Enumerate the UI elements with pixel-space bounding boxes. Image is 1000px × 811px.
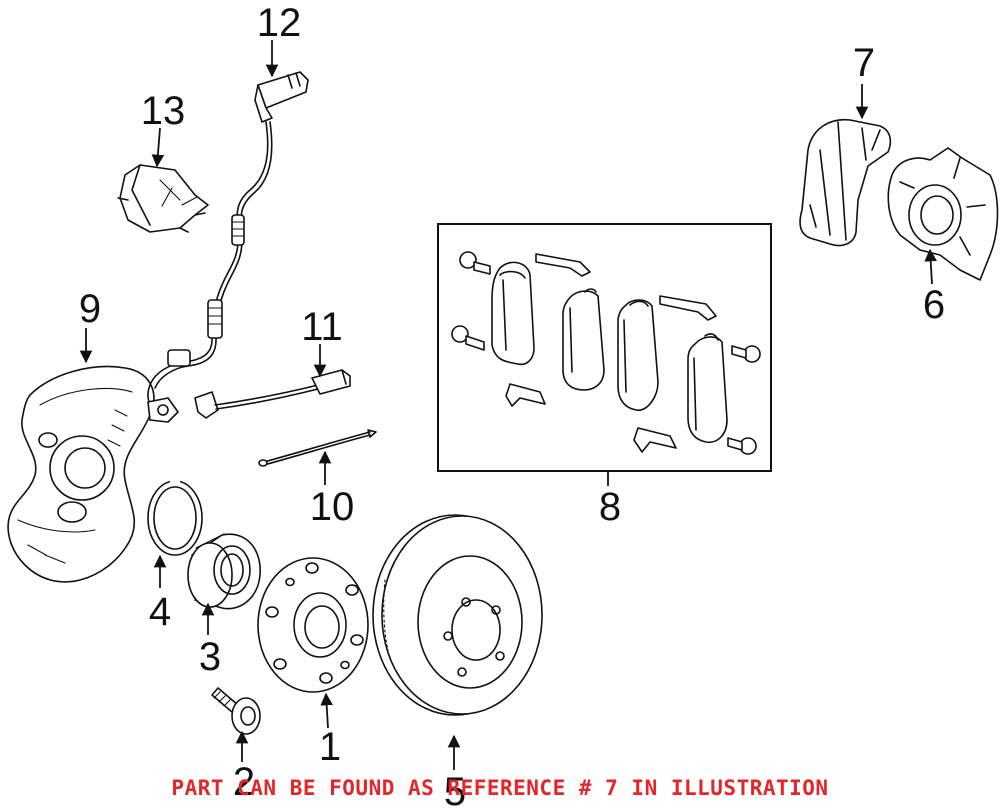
- callout-6: 6: [923, 283, 945, 327]
- callout-7: 7: [853, 41, 875, 85]
- brake-disc: [372, 514, 543, 716]
- callout-labels: 1 2 3 4 5 6 7 8 9 10 11 12 13: [79, 1, 945, 811]
- callout-12: 12: [257, 1, 302, 45]
- wheel-bearing: [187, 533, 261, 610]
- leader-lines: [79, 40, 937, 770]
- guide-bolt-bottom-right: [727, 437, 757, 455]
- callout-8: 8: [599, 485, 621, 529]
- brake-caliper: [887, 147, 999, 281]
- callout-2: 2: [233, 760, 255, 804]
- wear-sensor-wire: [258, 429, 377, 467]
- callout-3: 3: [199, 635, 221, 679]
- callout-1: 1: [319, 725, 341, 769]
- guide-bolt-bottom-left: [451, 325, 485, 351]
- reference-note: PART CAN BE FOUND AS REFERENCE # 7 IN IL…: [171, 776, 829, 800]
- wheel-hub: [257, 557, 369, 693]
- callout-4: 4: [149, 590, 171, 634]
- sensor-bracket: [117, 164, 209, 233]
- callout-9: 9: [79, 287, 101, 331]
- brake-pad-set-box: [437, 223, 772, 472]
- callout-5: 5: [444, 770, 466, 811]
- pad-wear-sensor: [194, 369, 351, 419]
- hub-bolt: [211, 687, 261, 735]
- snap-ring: [147, 478, 203, 556]
- abs-sensor: [147, 71, 309, 423]
- guide-bolt-top-right: [731, 345, 761, 363]
- guide-bolt-top-left: [459, 251, 491, 275]
- callout-13: 13: [141, 89, 186, 133]
- caliper-bracket: [799, 119, 892, 247]
- callout-10: 10: [310, 485, 355, 529]
- dust-shield: [7, 365, 155, 583]
- callout-11: 11: [301, 305, 343, 349]
